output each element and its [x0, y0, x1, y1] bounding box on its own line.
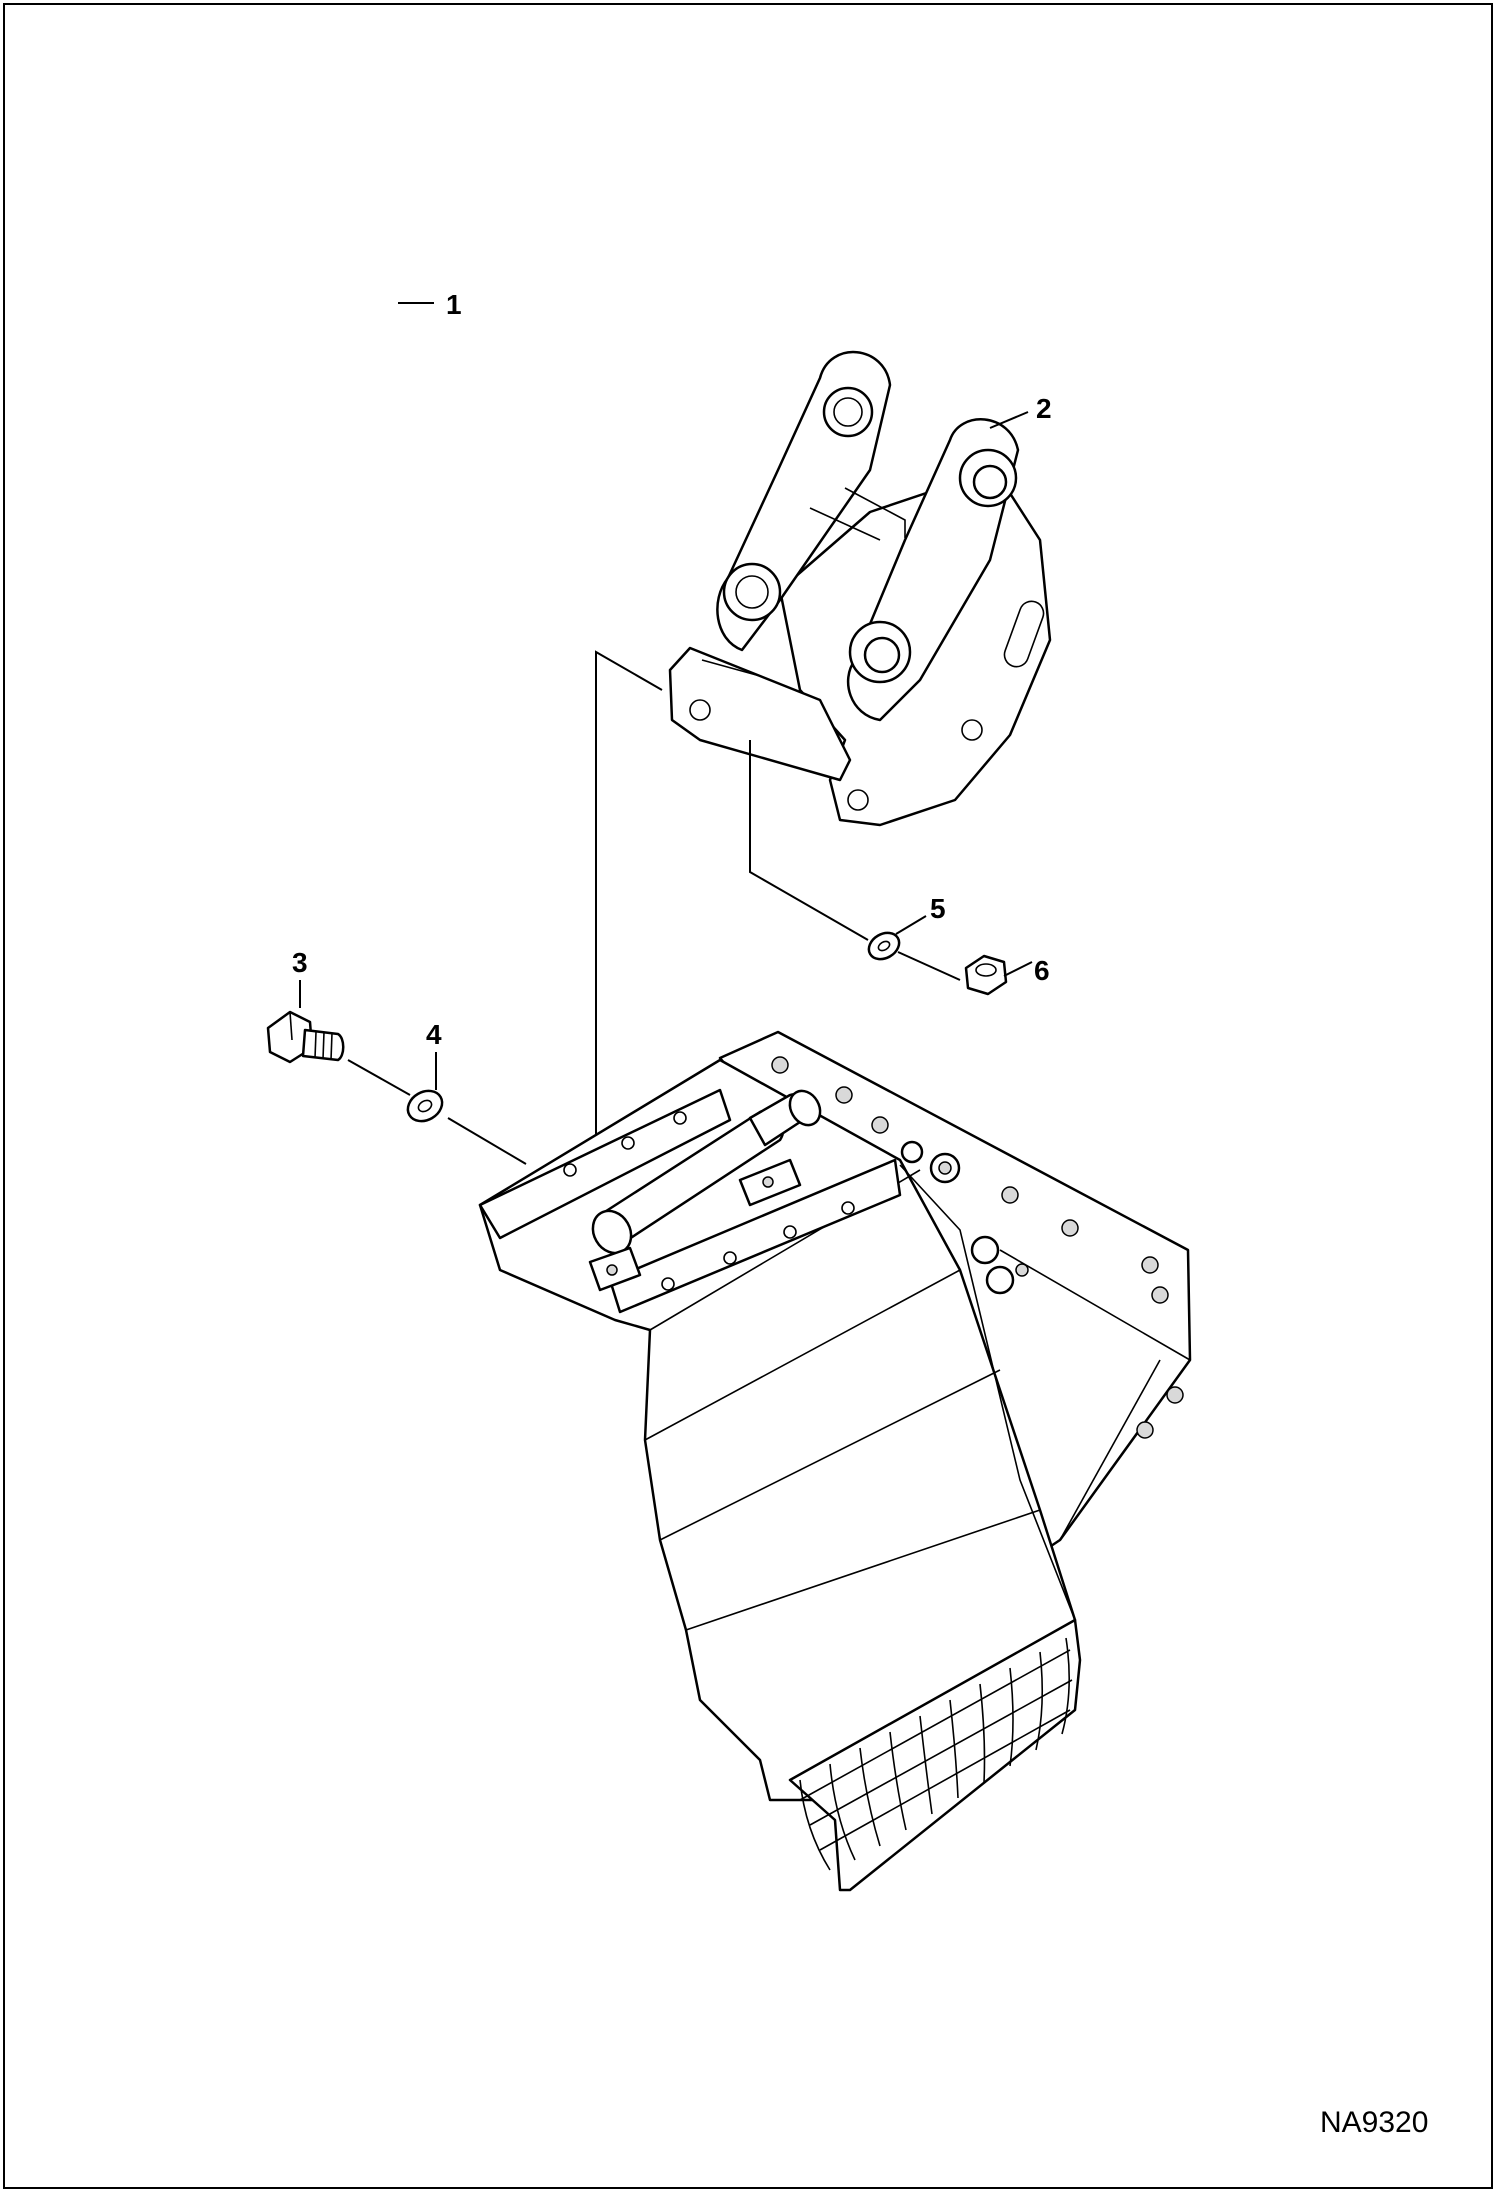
part-5-washer [867, 931, 901, 961]
part-2-coupler-bracket [668, 351, 1052, 827]
part-3-bolt [266, 1010, 345, 1064]
callout-label-1: 1 [446, 289, 462, 320]
callout-label-2: 2 [1036, 393, 1052, 424]
assembly-leader-lines [347, 650, 961, 1204]
main-frame-assembly [478, 1030, 1192, 1802]
callout-4: 4 [426, 1019, 442, 1090]
callout-label-4: 4 [426, 1019, 442, 1050]
callout-label-5: 5 [930, 893, 946, 924]
part-4-washer [406, 1089, 444, 1123]
callout-1: 1 [398, 289, 462, 320]
callout-label-3: 3 [292, 947, 308, 978]
callout-2: 2 [989, 393, 1052, 429]
callout-3: 3 [292, 947, 308, 1008]
callout-label-6: 6 [1034, 955, 1050, 986]
callout-5: 5 [895, 893, 946, 935]
callout-6: 6 [1003, 955, 1050, 986]
drawing-code: NA9320 [1320, 2106, 1428, 2139]
part-6-hex-nut [964, 954, 1008, 996]
chain-curtain [788, 1618, 1082, 1892]
